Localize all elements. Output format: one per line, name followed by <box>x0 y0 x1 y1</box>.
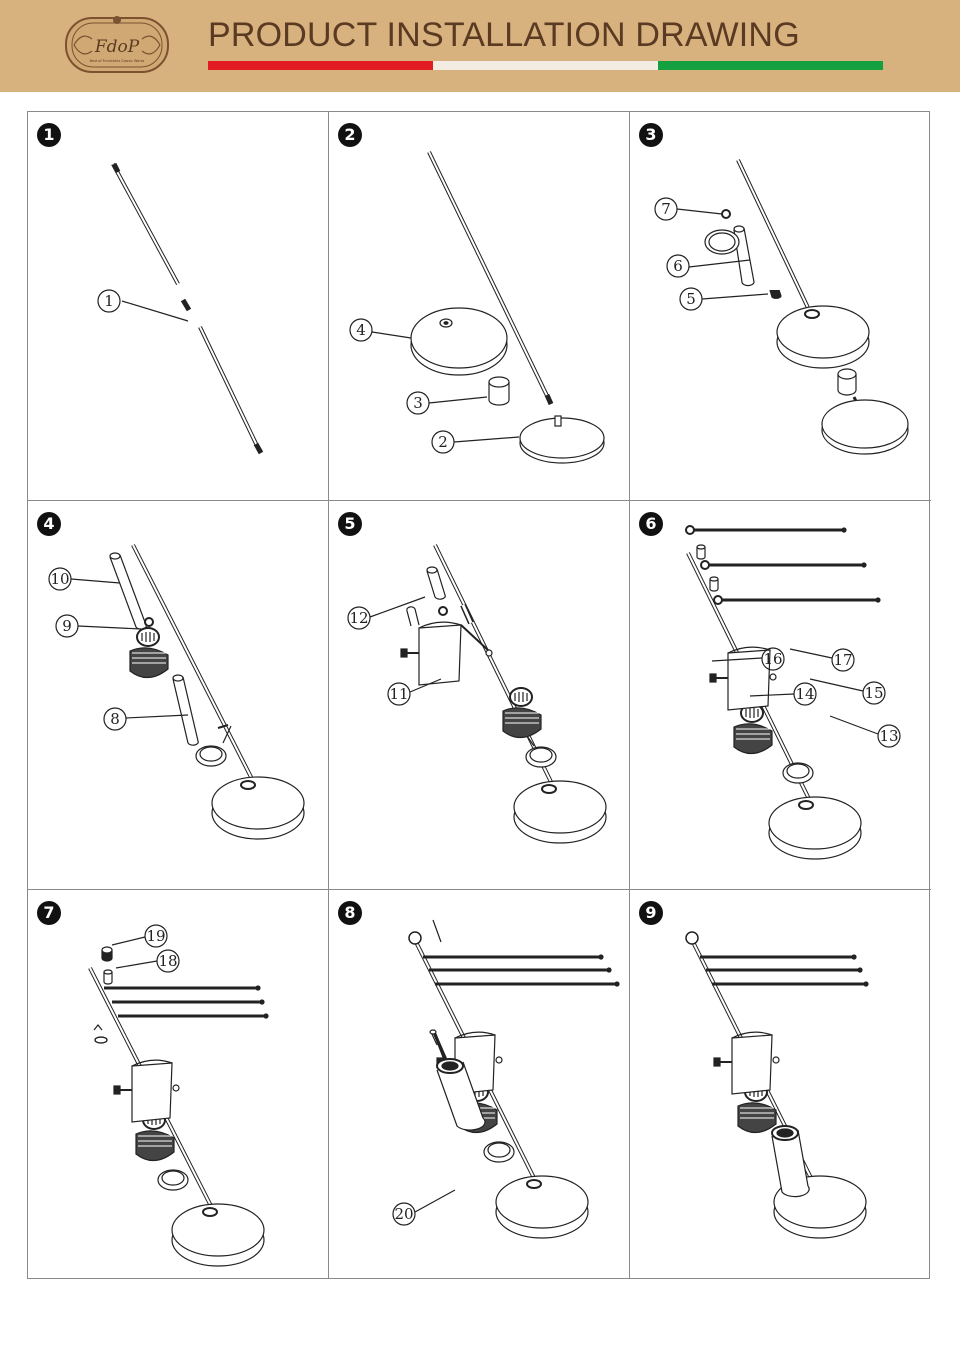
svg-text:8: 8 <box>110 710 120 728</box>
svg-text:3: 3 <box>413 394 423 412</box>
step-panel-9: 9 <box>630 890 931 1278</box>
step-panel-8: 8 <box>329 890 630 1278</box>
step-2-drawing: 4 3 2 <box>349 151 605 464</box>
step-3-drawing: 7 6 5 <box>654 159 909 455</box>
header-banner: FdoP Best of Furnishers Classic Works PR… <box>0 0 960 92</box>
svg-text:1: 1 <box>104 292 114 310</box>
svg-text:9: 9 <box>62 617 72 635</box>
svg-text:10: 10 <box>50 570 69 588</box>
step-panel-5: 5 12 <box>329 501 630 890</box>
stripe-green <box>658 61 883 70</box>
step-5-drawing: 12 11 <box>347 544 607 844</box>
step-number-badge: 7 <box>37 901 61 925</box>
step-panel-1: 1 1 <box>28 112 329 501</box>
step-number-badge: 5 <box>338 512 362 536</box>
svg-text:13: 13 <box>879 727 898 745</box>
step-number-badge: 1 <box>37 123 61 147</box>
installation-grid: 1 1 2 <box>27 111 931 1279</box>
svg-text:FdoP: FdoP <box>94 37 140 57</box>
svg-text:15: 15 <box>864 684 883 702</box>
brand-logo: FdoP Best of Furnishers Classic Works <box>65 16 169 73</box>
stripe-white <box>433 61 658 70</box>
svg-text:12: 12 <box>349 609 368 627</box>
svg-text:17: 17 <box>833 651 852 669</box>
step-4-drawing: 10 9 8 <box>48 544 305 840</box>
svg-text:4: 4 <box>356 321 366 339</box>
step-number-badge: 9 <box>639 901 663 925</box>
svg-text:6: 6 <box>673 257 683 275</box>
step-panel-4: 4 10 9 8 <box>28 501 329 890</box>
svg-text:18: 18 <box>158 952 177 970</box>
svg-text:Best of Furnishers Classic Wor: Best of Furnishers Classic Works <box>90 59 145 63</box>
step-number-badge: 4 <box>37 512 61 536</box>
page-title: PRODUCT INSTALLATION DRAWING <box>208 16 800 54</box>
step-6-drawing: 16 17 15 14 13 <box>685 525 901 860</box>
svg-text:11: 11 <box>389 685 408 703</box>
step-8-drawing: 20 <box>392 919 620 1239</box>
svg-text:7: 7 <box>661 200 671 218</box>
stripe-red <box>208 61 433 70</box>
svg-text:5: 5 <box>686 290 696 308</box>
step-panel-3: 3 7 6 5 <box>630 112 931 501</box>
svg-text:2: 2 <box>438 433 448 451</box>
step-9-drawing <box>685 931 869 1239</box>
step-1-drawing: 1 <box>97 162 264 455</box>
svg-text:19: 19 <box>146 927 165 945</box>
svg-text:16: 16 <box>763 650 782 668</box>
step-panel-6: 6 <box>630 501 931 890</box>
svg-text:20: 20 <box>394 1205 413 1223</box>
svg-text:14: 14 <box>795 685 814 703</box>
step-number-badge: 6 <box>639 512 663 536</box>
step-panel-2: 2 4 3 2 <box>329 112 630 501</box>
step-number-badge: 8 <box>338 901 362 925</box>
step-7-drawing: 19 18 <box>88 924 269 1267</box>
step-panel-7: 7 <box>28 890 329 1278</box>
step-number-badge: 2 <box>338 123 362 147</box>
step-number-badge: 3 <box>639 123 663 147</box>
